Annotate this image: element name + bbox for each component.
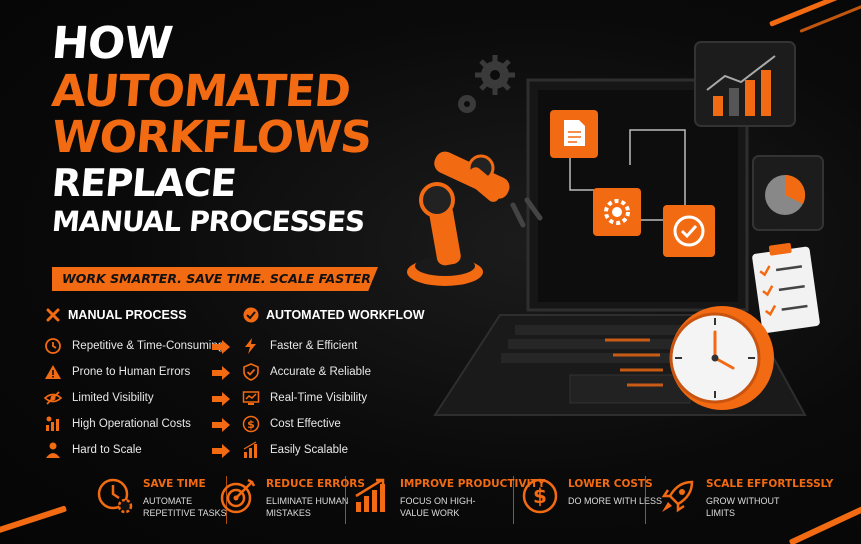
automated-workflow-header: AUTOMATED WORKFLOW — [242, 306, 425, 324]
clipboard-checklist-icon — [752, 243, 820, 333]
divider — [345, 476, 346, 524]
rocket-icon — [661, 480, 694, 513]
benefit-item: REDUCE ERRORS ELIMINATE HUMAN MISTAKES — [218, 470, 366, 532]
cost-chart-icon — [44, 415, 62, 433]
benefit-subtitle: ELIMINATE HUMAN MISTAKES — [266, 496, 349, 518]
benefit-item: IMPROVE PRODUCTIVITY FOCUS ON HIGH-VALUE… — [352, 470, 545, 532]
automated-item: Faster & Efficient — [242, 336, 357, 356]
arrow-right-icon — [212, 366, 230, 380]
dollar-icon: $ — [242, 415, 260, 433]
bar-chart-icon — [242, 441, 260, 459]
tagline-banner: WORK SMARTER. SAVE TIME. SCALE FASTER. — [52, 267, 378, 291]
check-circle-icon — [242, 306, 260, 324]
manual-process-heading: MANUAL PROCESS — [68, 308, 187, 322]
shield-check-icon — [242, 363, 260, 381]
divider — [513, 476, 514, 524]
manual-item-label: Hard to Scale — [72, 444, 142, 456]
pie-chart-icon — [752, 155, 824, 231]
dollar-circle-icon: $ — [522, 478, 558, 514]
clock-icon — [44, 337, 62, 355]
clock-gear-icon — [97, 478, 133, 514]
manual-item-label: Prone to Human Errors — [72, 366, 191, 378]
benefit-item: SAVE TIME AUTOMATE REPETITIVE TASKS — [95, 470, 243, 532]
headline-line-1: HOW — [49, 18, 175, 69]
target-icon — [220, 478, 256, 514]
growth-chart-icon — [355, 478, 385, 512]
benefit-subtitle: GROW WITHOUT LIMITS — [706, 496, 780, 518]
benefits-bar: SAVE TIME AUTOMATE REPETITIVE TASKS REDU… — [40, 470, 833, 532]
automated-workflow-heading: AUTOMATED WORKFLOW — [266, 308, 425, 322]
automated-item-label: Cost Effective — [270, 418, 341, 430]
manual-item-label: High Operational Costs — [72, 418, 191, 430]
manual-item: Hard to Scale — [44, 440, 142, 460]
automated-item-label: Faster & Efficient — [270, 340, 358, 352]
benefit-item: $ LOWER COSTS DO MORE WITH LESS — [520, 470, 668, 532]
manual-item: High Operational Costs — [44, 414, 191, 434]
headline: HOW AUTOMATED WORKFLOWS REPLACE MANUAL P… — [49, 18, 432, 238]
benefit-subtitle: FOCUS ON HIGH-VALUE WORK — [400, 496, 476, 518]
lightning-icon — [242, 337, 260, 355]
monitor-chart-icon — [242, 389, 260, 407]
automated-item: $ Cost Effective — [242, 414, 341, 434]
automation-illustration — [407, 41, 824, 416]
divider — [226, 476, 227, 524]
automated-item: Real-Time Visibility — [242, 388, 367, 408]
manual-item: Repetitive & Time-Consuming — [44, 336, 224, 356]
arrow-right-icon — [212, 418, 230, 432]
automated-item-label: Easily Scalable — [270, 444, 348, 456]
headline-line-3: WORKFLOWS — [49, 112, 374, 163]
eye-slash-icon — [44, 389, 62, 407]
benefit-title: IMPROVE PRODUCTIVITY — [400, 478, 546, 490]
arrow-right-icon — [212, 392, 230, 406]
manual-item-label: Limited Visibility — [72, 392, 154, 404]
benefit-title: SCALE EFFORTLESSLY — [706, 478, 834, 490]
benefit-title: REDUCE ERRORS — [266, 478, 365, 490]
warning-icon — [44, 363, 62, 381]
manual-item: Prone to Human Errors — [44, 362, 190, 382]
manual-item: Limited Visibility — [44, 388, 154, 408]
automated-item-label: Real-Time Visibility — [270, 392, 368, 404]
manual-process-header: MANUAL PROCESS — [44, 306, 187, 324]
divider — [645, 476, 646, 524]
analytics-panel-icon — [694, 41, 796, 127]
clock-icon — [605, 306, 774, 410]
manual-item-label: Repetitive & Time-Consuming — [72, 340, 225, 352]
headline-line-5: MANUAL PROCESSES — [50, 205, 366, 238]
x-icon — [44, 306, 62, 324]
automated-item-label: Accurate & Reliable — [270, 366, 371, 378]
headline-line-2: AUTOMATED — [49, 66, 353, 117]
gear-icon — [458, 55, 515, 113]
svg-text:$: $ — [247, 418, 255, 431]
arrow-right-icon — [212, 444, 230, 458]
arrow-right-icon — [212, 340, 230, 354]
benefit-item: SCALE EFFORTLESSLY GROW WITHOUT LIMITS — [658, 470, 833, 532]
robot-arm-icon — [407, 151, 543, 286]
headline-line-4: REPLACE — [50, 161, 238, 205]
svg-text:$: $ — [533, 484, 547, 508]
automated-item: Easily Scalable — [242, 440, 348, 460]
person-icon — [44, 441, 62, 459]
benefit-title: SAVE TIME — [143, 478, 206, 490]
benefit-title: LOWER COSTS — [568, 478, 653, 490]
benefit-subtitle: DO MORE WITH LESS — [568, 496, 663, 506]
automated-item: Accurate & Reliable — [242, 362, 371, 382]
benefit-subtitle: AUTOMATE REPETITIVE TASKS — [143, 496, 227, 518]
